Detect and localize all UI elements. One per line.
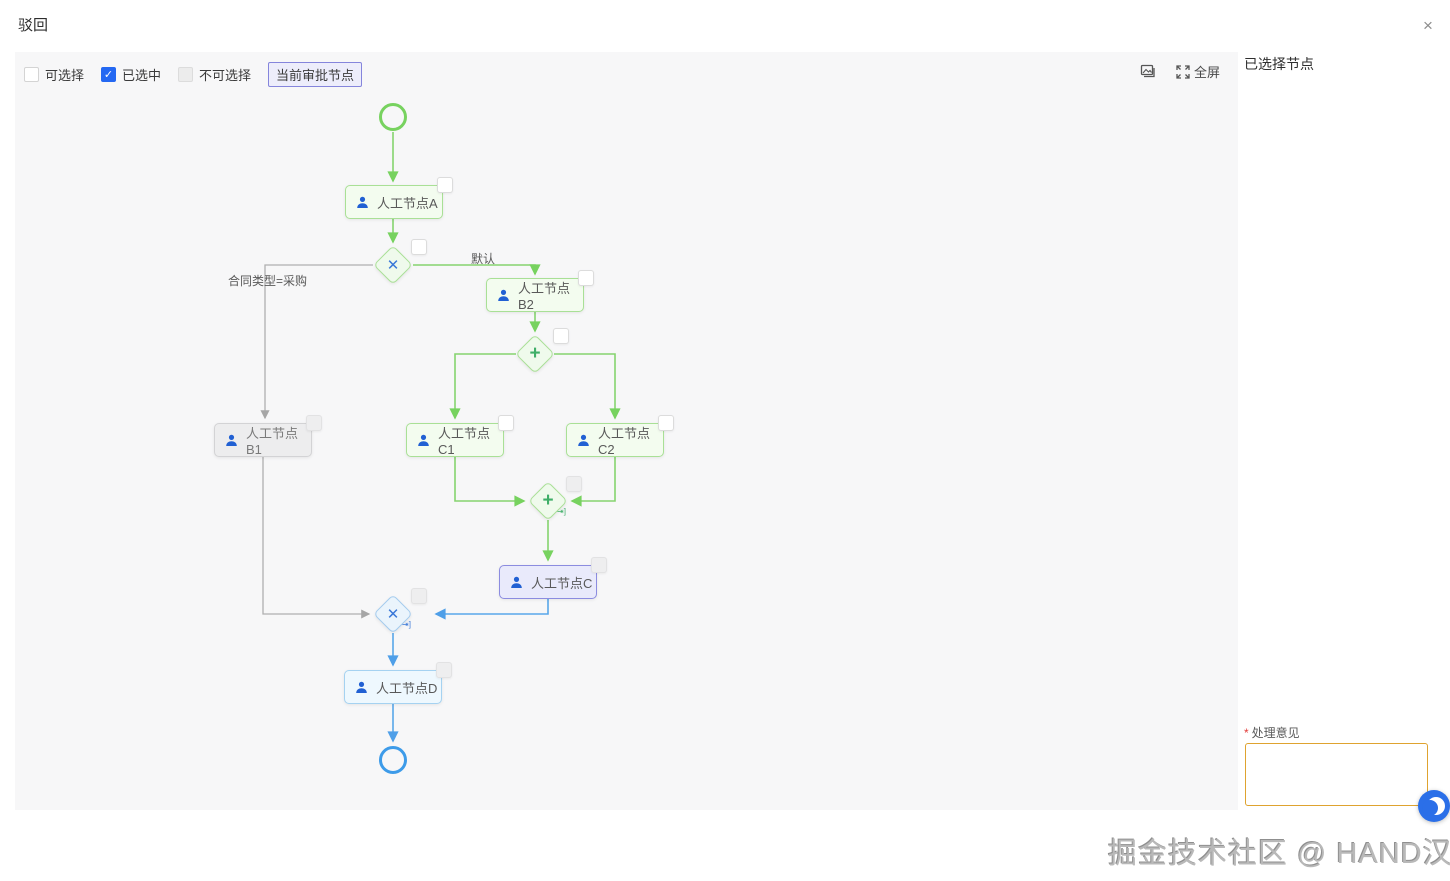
legend-selected: ✓ 已选中 xyxy=(101,65,161,84)
node-b1: 人工节点B1 xyxy=(214,423,312,457)
checkbox-selectable xyxy=(24,67,39,82)
node-b2-checkbox[interactable] xyxy=(578,270,594,286)
node-c2[interactable]: 人工节点C2 xyxy=(566,423,664,457)
end-event[interactable] xyxy=(379,746,407,774)
node-b1-checkbox xyxy=(306,415,322,431)
fullscreen-button[interactable]: 全屏 xyxy=(1176,62,1220,81)
edge-label-default: 默认 xyxy=(471,252,496,266)
person-icon xyxy=(418,434,429,446)
person-icon xyxy=(356,681,367,693)
node-a-checkbox[interactable] xyxy=(437,177,453,193)
node-d: 人工节点D xyxy=(344,670,442,704)
canvas-toolbar: 全屏 xyxy=(1140,62,1220,81)
node-c-checkbox xyxy=(591,557,607,573)
node-c-current: 人工节点C xyxy=(499,565,597,599)
legend-unselectable-label: 不可选择 xyxy=(199,68,252,83)
node-label: 人工节点C xyxy=(531,575,593,591)
node-c2-checkbox[interactable] xyxy=(658,415,674,431)
node-label: 人工节点B1 xyxy=(246,426,299,457)
node-b2[interactable]: 人工节点B2 xyxy=(486,278,584,312)
legend-selected-label: 已选中 xyxy=(122,68,162,83)
person-icon xyxy=(498,289,509,301)
person-icon xyxy=(357,196,368,208)
flow-edges xyxy=(260,132,621,743)
node-label: 人工节点A xyxy=(377,195,438,211)
legend-selectable: 可选择 xyxy=(24,65,84,84)
exclusive-join-marker-icon: ⇥] xyxy=(402,620,411,629)
checkbox-unselectable xyxy=(178,67,194,82)
start-event[interactable] xyxy=(379,103,407,131)
comment-textarea[interactable] xyxy=(1245,743,1428,806)
person-icon xyxy=(578,434,589,446)
gateway-parallel-checkbox[interactable] xyxy=(553,328,569,344)
required-mark: * xyxy=(1244,726,1249,740)
node-label: 人工节点C2 xyxy=(598,426,651,457)
assistant-widget-icon[interactable] xyxy=(1418,790,1450,822)
node-d-checkbox xyxy=(436,662,452,678)
node-label: 人工节点D xyxy=(376,680,438,696)
dialog-title: 驳回 xyxy=(18,17,49,34)
legend-selectable-label: 可选择 xyxy=(45,68,85,83)
checkbox-selected: ✓ xyxy=(101,67,117,82)
minimap-icon[interactable] xyxy=(1140,64,1156,79)
node-c1[interactable]: 人工节点C1 xyxy=(406,423,504,457)
gateway-exclusive-join-checkbox xyxy=(411,588,427,604)
current-node-chip: 当前审批节点 xyxy=(268,62,363,87)
join-marker-icon: ⇥] xyxy=(557,507,566,516)
legend: 可选择 ✓ 已选中 不可选择 当前审批节点 xyxy=(24,62,363,87)
selected-nodes-panel: 已选择节点 *处理意见 xyxy=(1238,52,1450,810)
node-label: 人工节点C1 xyxy=(438,426,491,457)
comment-label: *处理意见 xyxy=(1244,726,1300,740)
node-label: 人工节点B2 xyxy=(518,281,571,312)
selected-nodes-title: 已选择节点 xyxy=(1244,56,1314,72)
dialog-footer: × 取消 ✓ 确定 xyxy=(0,810,1450,881)
node-a[interactable]: 人工节点A xyxy=(345,185,443,219)
legend-unselectable: 不可选择 xyxy=(178,65,251,84)
fullscreen-label: 全屏 xyxy=(1193,65,1220,80)
person-icon xyxy=(511,576,522,588)
gateway-split-checkbox[interactable] xyxy=(411,239,427,255)
fullscreen-icon xyxy=(1176,64,1190,79)
node-c1-checkbox[interactable] xyxy=(498,415,514,431)
workflow-canvas[interactable]: 可选择 ✓ 已选中 不可选择 当前审批节点 全屏 xyxy=(15,52,1238,810)
person-icon xyxy=(226,434,237,446)
edge-label-condition: 合同类型=采购 xyxy=(228,274,308,288)
gateway-join-checkbox xyxy=(566,476,582,492)
close-icon[interactable]: × xyxy=(1423,16,1433,35)
